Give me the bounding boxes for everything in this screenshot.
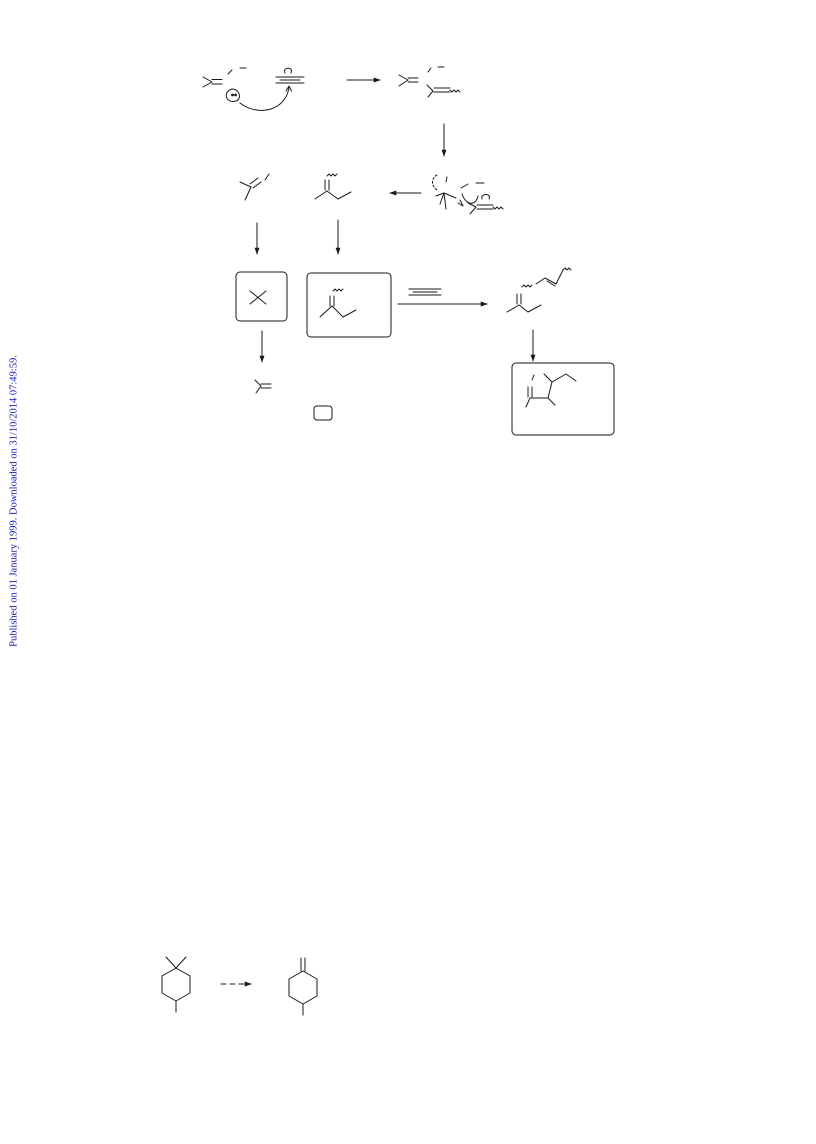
arrow-step-4-with-reagent: [398, 289, 488, 307]
structure-methylenecyclohexane: [288, 958, 318, 1015]
structure-boxed-product-2: [320, 289, 356, 317]
structure-fragment-left: [240, 174, 269, 200]
structure-small-alkene: [255, 380, 271, 393]
structure-boxed-product-3: [526, 374, 576, 407]
structure-fragment-right: [315, 174, 351, 199]
structure-alkyne-reagent: [276, 68, 304, 83]
boxed-product-2: [307, 273, 391, 337]
boxed-product-1: [236, 272, 287, 321]
boxed-product-3: [512, 363, 614, 435]
small-box-label: [314, 406, 332, 420]
structure-rearrangement-intermediate: [433, 175, 504, 214]
structure-boxed-product-1: [250, 291, 266, 304]
structure-dimethylcyclohexane: [161, 957, 191, 1012]
structure-vinyl-adduct: [399, 67, 460, 97]
structure-dienyl-product: [507, 268, 571, 312]
structure-alkene-anion-start: [203, 68, 292, 110]
